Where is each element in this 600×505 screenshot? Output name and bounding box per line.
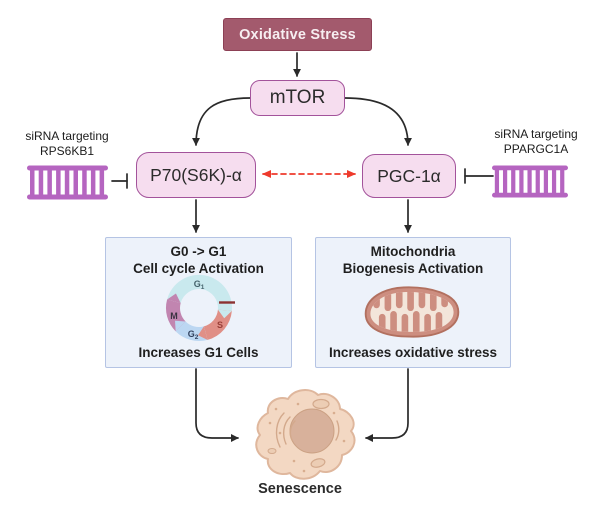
mtor-node: mTOR — [250, 80, 345, 116]
oxidative-stress-label: Oxidative Stress — [239, 26, 356, 43]
sirna-caption-left: siRNA targeting RPS6KB1 — [8, 129, 126, 159]
left-panel-title-1: G0 -> G1 — [170, 244, 227, 259]
phase-label-g2: G2 — [188, 329, 199, 341]
dna-sirna-icon — [492, 165, 568, 198]
mtor-label: mTOR — [269, 87, 326, 108]
arrow-rightpanel-to-cell — [365, 368, 409, 443]
sirna-caption-right: siRNA targeting PPARGC1A — [478, 127, 594, 157]
sirna-left-line2: RPS6KB1 — [39, 144, 95, 158]
phase-label-s: S — [217, 320, 223, 330]
sirna-right-line2: PPARGC1A — [503, 142, 569, 156]
right-panel-title-2: Biogenesis Activation — [342, 261, 484, 276]
right-panel-title-1: Mitochondria — [370, 244, 456, 259]
arrow-mtor-to-pgc — [344, 97, 413, 146]
cell-cycle-panel: G0 -> G1 Cell cycle Activation G1 S G2 M… — [105, 237, 292, 368]
cell-cycle-diagram-icon: G1 S G2 M — [165, 274, 235, 342]
pgc1a-node: PGC-1α — [362, 154, 456, 198]
p70s6k-label: P70(S6K)-α — [150, 164, 242, 185]
senescence-label: Senescence — [258, 481, 342, 497]
sirna-left-line1: siRNA targeting — [25, 129, 109, 143]
left-panel-footer: Increases G1 Cells — [138, 345, 259, 360]
phase-label-m: M — [170, 311, 178, 321]
senescent-cell-icon — [255, 389, 356, 480]
right-panel-footer: Increases oxidative stress — [328, 345, 498, 360]
phase-label-g1: G1 — [194, 279, 205, 291]
pgc1a-label: PGC-1α — [377, 165, 441, 186]
mitochondria-panel: Mitochondria Biogenesis Activation — [315, 237, 511, 368]
p70s6k-node: P70(S6K)-α — [136, 152, 256, 198]
left-panel-title-2: Cell cycle Activation — [133, 261, 264, 276]
sirna-right-line1: siRNA targeting — [494, 127, 578, 141]
arrow-leftpanel-to-cell — [195, 368, 239, 443]
arrow-mtor-to-p70 — [191, 97, 251, 146]
mitochondria-icon — [364, 286, 460, 338]
dna-sirna-icon — [27, 165, 108, 200]
oxidative-stress-node: Oxidative Stress — [223, 18, 372, 51]
